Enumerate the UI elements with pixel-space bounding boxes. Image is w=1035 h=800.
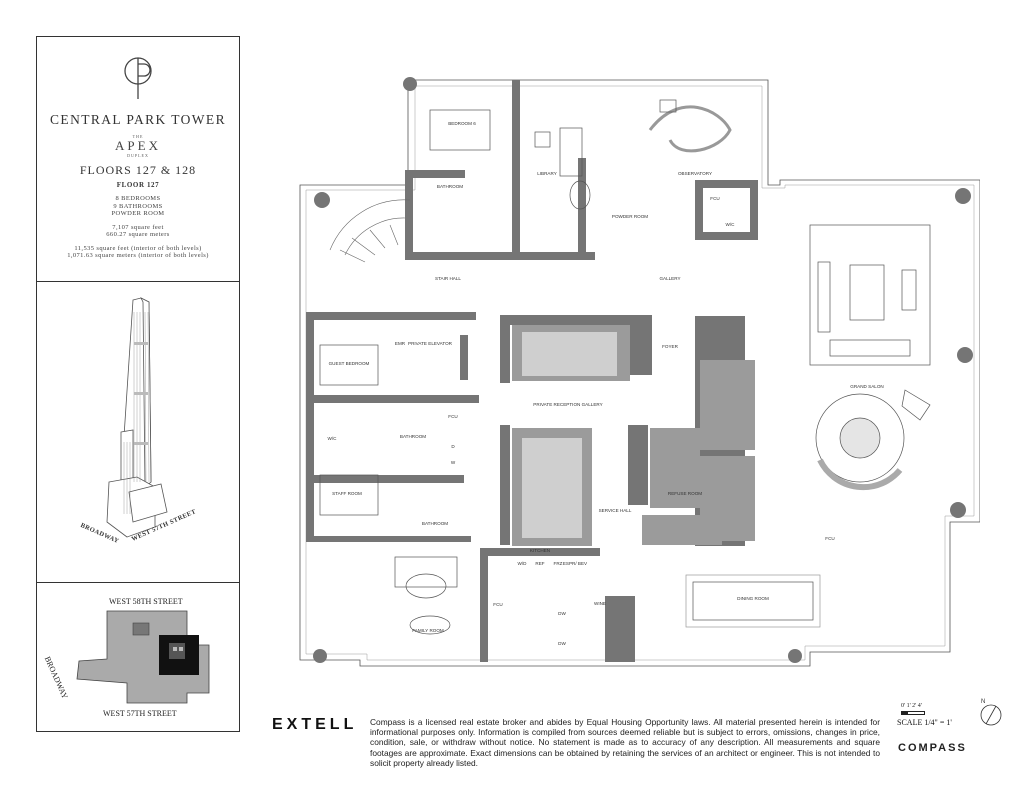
bed-icon — [319, 109, 491, 516]
label-ref: REF — [535, 561, 544, 566]
label-grand-salon: GRAND SALON — [850, 384, 883, 389]
disclaimer-text: Compass is a licensed real estate broker… — [370, 717, 880, 768]
sqft: 7,107 square feet — [112, 223, 164, 231]
cpt-logo-icon — [124, 57, 152, 99]
bathroom-count: 9 BATHROOMS — [113, 202, 163, 210]
north-arrow-icon: N — [979, 697, 1003, 729]
label-espr: ESPR/ BEV — [563, 561, 588, 566]
scale-ticks: 0' 1' 2' 4' — [901, 703, 922, 709]
building-name: CENTRAL PARK TOWER — [50, 112, 226, 127]
label-private-elevator: PRIVATE ELEVATOR — [408, 341, 453, 346]
powder-room-count: POWDER ROOM — [111, 210, 165, 217]
label-bathroom-2: BATHROOM — [400, 434, 426, 439]
label-foyer: FOYER — [662, 344, 679, 349]
label-dw-1: DW — [558, 611, 566, 616]
label-bathroom-1: BATHROOM — [437, 184, 463, 189]
label-d: D — [451, 444, 455, 449]
site-street-57th: WEST 57TH STREET — [103, 709, 177, 718]
stair-icon — [329, 199, 411, 263]
site-plan-icon — [76, 610, 210, 704]
apex-duplex: DUPLEX — [127, 153, 149, 158]
floors-title: FLOORS 127 & 128 — [79, 163, 197, 177]
label-bathroom-3: BATHROOM — [422, 521, 448, 526]
scale-label: SCALE 1/4" = 1' — [897, 718, 952, 727]
label-guest-bedroom: GUEST BEDROOM — [329, 361, 370, 366]
site-plan-panel: WEST 58TH STREET BROADWAY WEST 57TH STRE… — [36, 582, 240, 732]
label-dw-2: DW — [558, 641, 566, 646]
site-street-58th: WEST 58TH STREET — [109, 597, 183, 606]
label-gallery: GALLERY — [659, 276, 680, 281]
label-wine: WINE — [594, 601, 606, 606]
tower-elevation-panel: BROADWAY WEST 57TH STREET — [36, 281, 240, 583]
label-private-reception: PRIVATE RECEPTION GALLERY — [533, 402, 602, 407]
library-furniture-icon — [534, 99, 732, 210]
label-staff-room: STAFF ROOM — [332, 491, 362, 496]
scale-bar-graphic — [901, 711, 925, 715]
label-emr: EMR — [395, 341, 406, 346]
apex-title: APEX — [115, 138, 161, 153]
label-fcu-2: FCU — [448, 414, 457, 419]
label-family-room: FAMILY ROOM — [412, 628, 444, 633]
label-fcu-1: FCU — [710, 196, 719, 201]
grand-salon-furniture-icon — [809, 224, 931, 491]
label-kitchen: KITCHEN — [530, 548, 550, 553]
label-fcu-4: FCU — [825, 536, 834, 541]
dining-table-icon — [685, 574, 821, 628]
family-room-furniture-icon — [394, 556, 458, 635]
label-fcu-3: FCU — [493, 602, 502, 607]
label-powder-room: POWDER ROOM — [612, 214, 648, 219]
label-library: LIBRARY — [537, 171, 557, 176]
compass-logo: COMPASS — [898, 742, 967, 754]
sqm: 660.27 square meters — [106, 231, 170, 238]
label-wic-2: W/C — [328, 436, 338, 441]
label-w: W — [451, 460, 456, 465]
north-label: N — [981, 699, 985, 705]
listing-info-panel: CENTRAL PARK TOWER THE APEX DUPLEX FLOOR… — [36, 36, 240, 282]
label-frz: FRZ — [554, 561, 563, 566]
floor-label: FLOOR 127 — [116, 181, 160, 189]
label-wic-1: W/C — [726, 222, 736, 227]
label-bedroom6: BEDROOM 6 — [448, 121, 476, 126]
label-wd: W/D — [518, 561, 528, 566]
bedroom-count: 8 BEDROOMS — [115, 195, 161, 202]
tower-drawing-icon — [106, 297, 168, 538]
columns — [313, 77, 973, 663]
floor-plan: BEDROOM 6 LIBRARY OBSERVATORY BATHROOM P… — [299, 77, 980, 667]
label-service-hall: SERVICE HALL — [599, 508, 632, 513]
sqm-both-levels: 1,071.63 square meters (interior of both… — [67, 252, 209, 259]
label-stair-hall: STAIR HALL — [435, 276, 461, 281]
label-observatory: OBSERVATORY — [678, 171, 712, 176]
label-refuse-room: REFUSE ROOM — [668, 491, 702, 496]
sqft-both-levels: 11,535 square feet (interior of both lev… — [74, 244, 202, 252]
apex-the: THE — [132, 134, 144, 139]
extell-logo: EXTELL — [272, 716, 358, 733]
label-dining-room: DINING ROOM — [737, 596, 769, 601]
